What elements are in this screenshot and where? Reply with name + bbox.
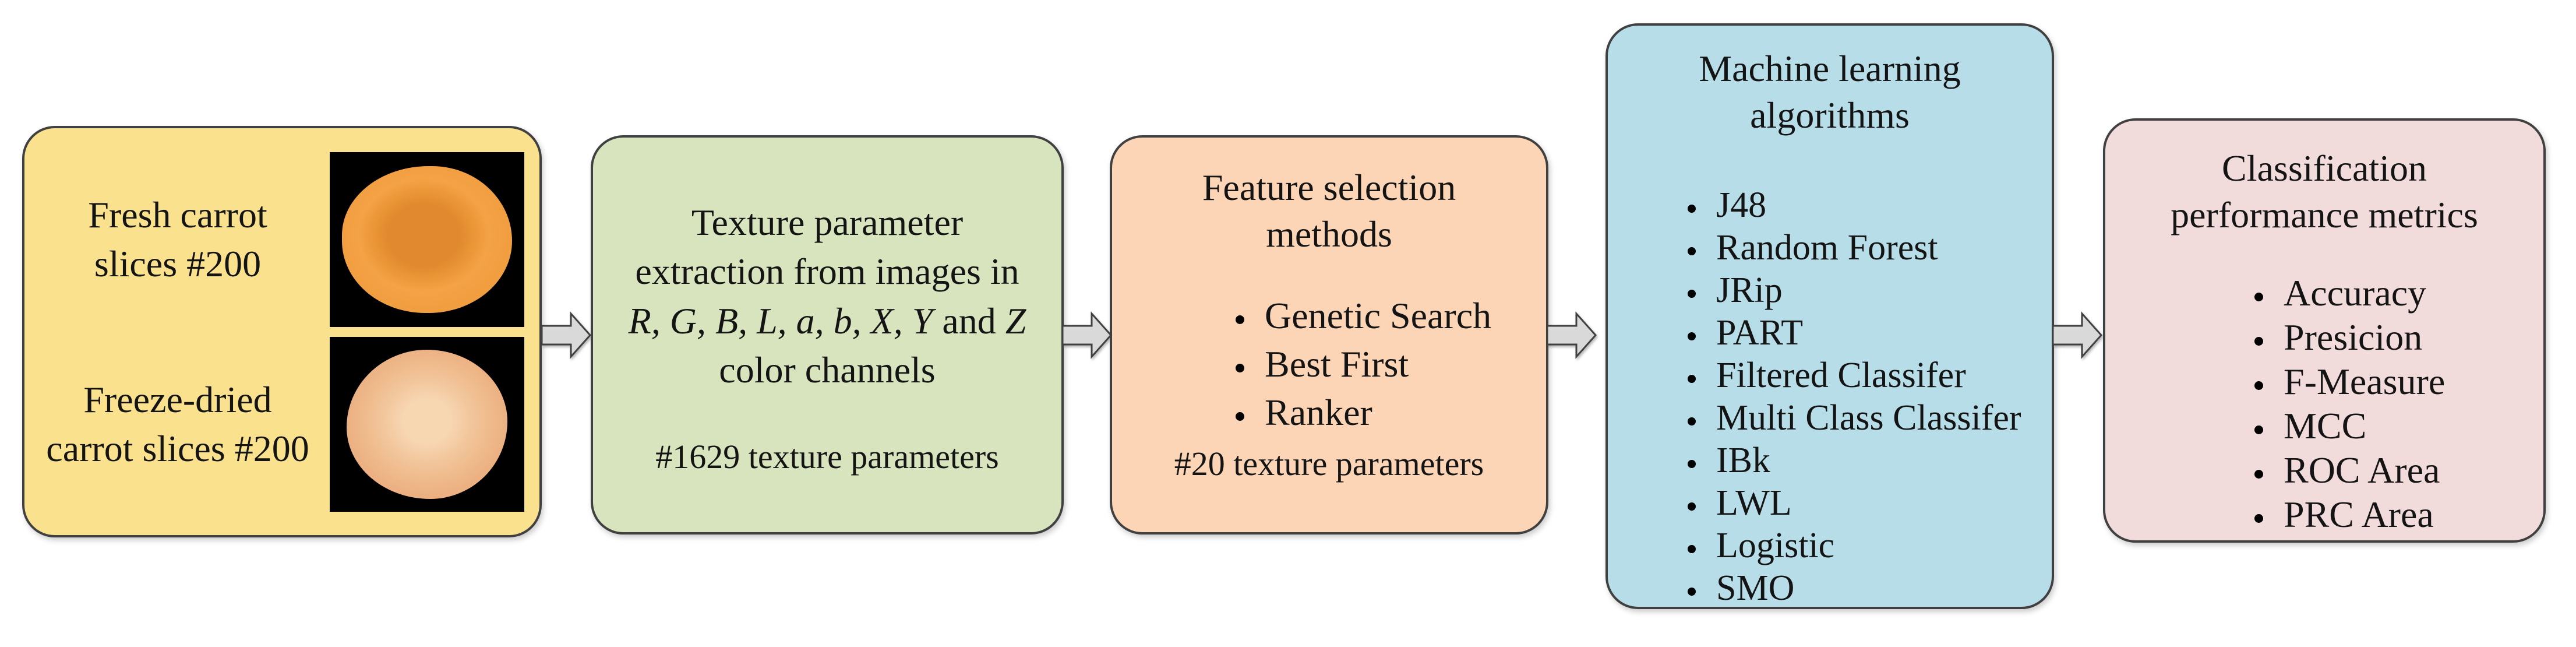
list-item: IBk: [1708, 439, 2052, 482]
flow-arrow-icon: [2052, 311, 2103, 359]
list-item: Presicion: [2275, 315, 2543, 360]
ml-algorithms-list: J48 Random Forest JRip PART Filtered Cla…: [1608, 184, 2052, 607]
list-item: Logistic: [1708, 525, 2052, 567]
color-channel-z: Z: [1005, 300, 1026, 342]
performance-metrics-box: Classification performance metrics Accur…: [2103, 118, 2546, 543]
freeze-dried-carrot-slice-graphic: [347, 349, 507, 499]
list-item: Best First: [1257, 340, 1546, 388]
list-item: JRip: [1708, 269, 2052, 312]
list-item: LWL: [1708, 482, 2052, 525]
list-item: Ranker: [1257, 388, 1546, 437]
list-item: Accuracy: [2275, 271, 2543, 315]
flow-arrow-icon: [1061, 311, 1113, 359]
texture-extraction-text: Texture parameter extraction from images…: [593, 198, 1061, 395]
list-item: ROC Area: [2275, 448, 2543, 493]
list-item: Random Forest: [1708, 227, 2052, 269]
list-item: PRC Area: [2275, 493, 2543, 537]
feature-selection-title: Feature selection methods: [1202, 167, 1456, 255]
fresh-carrot-row: Fresh carrot slices #200: [36, 152, 524, 327]
selected-parameter-count: #20 texture parameters: [1174, 444, 1484, 483]
list-item: MCC: [2275, 404, 2543, 448]
fresh-carrot-label-line2: slices #200: [94, 242, 262, 284]
performance-metrics-list: Accuracy Presicion F-Measure MCC ROC Are…: [2105, 271, 2543, 537]
ml-algorithms-title: Machine learning algorithms: [1699, 48, 1961, 136]
texture-text-line2: extraction from images in: [635, 251, 1019, 293]
and-word: and: [933, 300, 1005, 342]
freeze-dried-carrot-image: [330, 336, 524, 512]
feature-selection-box: Feature selection methods Genetic Search…: [1110, 135, 1548, 535]
texture-text-line1: Texture parameter: [691, 202, 964, 243]
list-item: PART: [1708, 312, 2052, 354]
list-item: Filtered Classifer: [1708, 354, 2052, 397]
fresh-carrot-label-line1: Fresh carrot: [88, 194, 267, 236]
texture-extraction-box: Texture parameter extraction from images…: [591, 135, 1064, 535]
freeze-dried-label-line1: Freeze-dried: [83, 379, 272, 421]
list-item: Multi Class Classifer: [1708, 397, 2052, 439]
feature-selection-list: Genetic Search Best First Ranker: [1112, 291, 1546, 437]
list-item: F-Measure: [2275, 360, 2543, 404]
fresh-carrot-label: Fresh carrot slices #200: [36, 191, 330, 287]
freeze-dried-label-line2: carrot slices #200: [46, 427, 309, 469]
freeze-dried-carrot-label: Freeze-dried carrot slices #200: [36, 375, 330, 472]
flow-arrow-icon: [1546, 311, 1597, 359]
input-data-box: Fresh carrot slices #200 Freeze-dried ca…: [22, 126, 542, 537]
list-item: J48: [1708, 184, 2052, 227]
freeze-dried-carrot-row: Freeze-dried carrot slices #200: [36, 336, 524, 512]
performance-metrics-title: Classification performance metrics: [2171, 147, 2478, 235]
list-item: Genetic Search: [1257, 291, 1546, 340]
texture-parameter-count: #1629 texture parameters: [655, 437, 999, 476]
flow-arrow-icon: [541, 311, 592, 359]
color-channels-list: R, G, B, L, a, b, X, Y: [628, 300, 933, 342]
fresh-carrot-slice-graphic: [342, 166, 512, 313]
list-item: SMO: [1708, 567, 2052, 607]
fresh-carrot-image: [330, 152, 524, 327]
texture-text-line4: color channels: [719, 349, 936, 391]
ml-algorithms-box: Machine learning algorithms J48 Random F…: [1605, 23, 2054, 609]
